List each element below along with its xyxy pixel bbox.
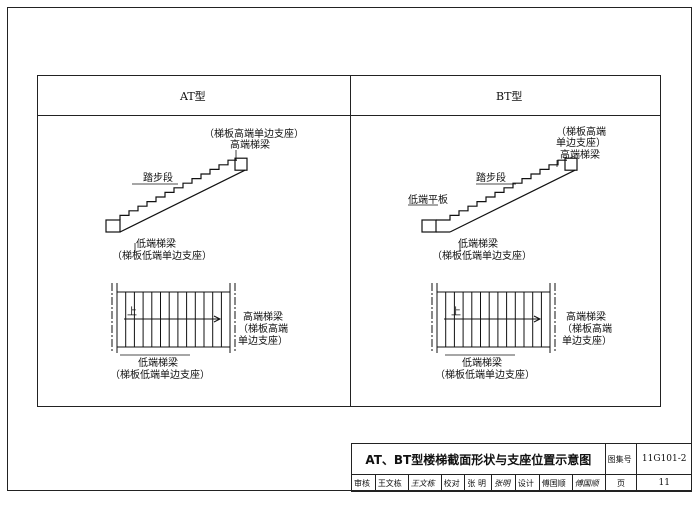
bt-plan-high-beam-label: 高端梯梁	[566, 312, 606, 323]
check-label: 校对	[440, 474, 466, 492]
checker-signature: 张明	[491, 474, 516, 492]
drawing-title: AT、BT型楼梯截面形状与支座位置示意图	[351, 443, 606, 475]
title-block: AT、BT型楼梯截面形状与支座位置示意图 图集号 11G101-2 审核 王文栋…	[351, 443, 692, 492]
bt-plan-low-beam-label: 低端梯梁	[462, 358, 502, 369]
bt-plan-up-label: 上	[451, 307, 461, 318]
walk-arrowhead	[213, 315, 222, 323]
reviewer: 王文栋	[374, 474, 409, 492]
at-plan	[111, 283, 236, 353]
review-label: 审核	[351, 474, 376, 492]
stair-steps	[119, 159, 237, 220]
atlas-number: 11G101-2	[636, 443, 692, 475]
panel-divider	[350, 75, 351, 407]
low-beam-block	[105, 219, 121, 233]
leaders	[120, 150, 558, 356]
page-number: 11	[636, 474, 692, 492]
at-low-beam-label: 低端梯梁	[136, 239, 176, 250]
diagram-panel	[37, 75, 661, 407]
bt-plan-low-support-label: （梯板低端单边支座）	[435, 370, 535, 381]
at-plan-high-support1: （梯板高端	[238, 324, 288, 335]
designer-signature: 傅国顺	[571, 474, 606, 492]
high-beam-block	[564, 157, 578, 171]
bt-top-support1: （梯板高端	[556, 127, 606, 138]
at-header: AT型	[180, 90, 206, 103]
at-top-beam-label: 高端梯梁	[230, 140, 270, 151]
at-low-support-label: （梯板低端单边支座）	[112, 251, 212, 262]
at-plan-up-label: 上	[127, 307, 137, 318]
low-beam-block	[421, 219, 437, 233]
bt-low-flat-label: 低端平板	[408, 195, 448, 206]
design-label: 设计	[514, 474, 540, 492]
page-label: 页	[604, 474, 638, 492]
designer: 傅国顺	[538, 474, 573, 492]
at-plan-high-support2: 单边支座）	[238, 336, 288, 347]
bt-section	[421, 157, 578, 233]
at-section	[105, 157, 248, 233]
atlas-label: 图集号	[604, 443, 638, 475]
at-step-label: 踏步段	[143, 173, 173, 184]
bt-header: BT型	[496, 90, 523, 103]
high-beam-block	[234, 157, 248, 171]
at-top-support-label: （梯板高端单边支座）	[204, 129, 304, 140]
drawing-frame	[7, 7, 692, 491]
bt-plan-high-support2: 单边支座）	[562, 336, 612, 347]
bt-low-support-label: （梯板低端单边支座）	[432, 251, 532, 262]
bt-plan	[431, 283, 556, 353]
at-plan-high-beam-label: 高端梯梁	[243, 312, 283, 323]
at-plan-low-support-label: （梯板低端单边支座）	[110, 370, 210, 381]
bt-low-beam-label: 低端梯梁	[458, 239, 498, 250]
stair-steps	[436, 159, 567, 221]
bt-top-beam-label: 高端梯梁	[560, 150, 600, 161]
soffit-slope	[119, 169, 246, 233]
bt-plan-high-support1: （梯板高端	[562, 324, 612, 335]
bt-step-label: 踏步段	[476, 173, 506, 184]
reviewer-signature: 王文栋	[407, 474, 442, 492]
at-plan-low-beam-label: 低端梯梁	[138, 358, 178, 369]
checker: 张 明	[464, 474, 493, 492]
soffit-slope	[449, 169, 576, 233]
walk-arrowhead	[533, 315, 542, 323]
bt-top-support2: 单边支座）	[556, 138, 606, 149]
header-divider	[37, 115, 661, 116]
